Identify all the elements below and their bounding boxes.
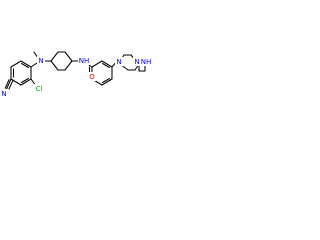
piperazine-n4-label: N [134,58,139,66]
carbonyl-oxygen-label: O [89,73,95,81]
cyclohexane-ring [42,51,73,71]
azetidine-nh-label: NH [141,58,152,66]
chlorine-label: Cl [36,85,43,93]
amide-nh-label: NH [79,57,90,65]
piperazine-n1-label: N [116,58,121,66]
nitrile-nitrogen-label: N [1,90,6,98]
chlorobenzonitrile-ring [10,60,32,86]
methylamine-nitrogen-label: N [38,57,43,65]
molecule-structure: N Cl N NH O N N NH [0,51,152,98]
